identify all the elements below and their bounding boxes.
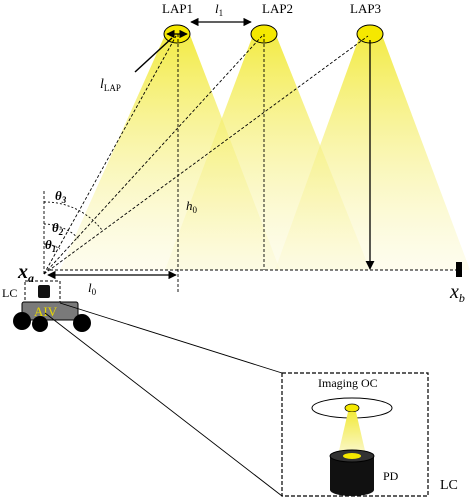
h0-label: h0	[186, 198, 198, 215]
theta2-label: θ2	[52, 220, 64, 237]
theta3-arc	[43, 201, 103, 231]
lc-right-label: LC	[440, 478, 458, 493]
l-lap-label: lLAP	[100, 77, 121, 93]
lc-small-sensor	[38, 285, 50, 298]
pd-cylinder	[330, 456, 374, 496]
pd-top-highlight	[343, 453, 361, 459]
ray-lap2	[43, 35, 263, 275]
imaging-oc-label: Imaging OC	[318, 376, 378, 390]
aiv-wheel-rear-left	[32, 316, 48, 332]
theta3-label: θ3	[55, 188, 67, 205]
l1-label: l1	[215, 1, 223, 18]
aiv-label: AIV	[34, 304, 58, 319]
l0-label: l0	[88, 280, 97, 297]
theta2-arc	[43, 223, 80, 240]
inset-light-beam	[338, 412, 366, 455]
pd-label: PD	[383, 469, 399, 483]
theta1-label: θ1	[45, 237, 56, 254]
lap2-label: LAP2	[262, 1, 293, 16]
lap1-label: LAP1	[162, 1, 193, 16]
xa-label: xa	[17, 261, 34, 285]
zoom-line-bottom	[44, 312, 283, 497]
zoom-line-top	[59, 302, 283, 374]
lap3-label: LAP3	[350, 1, 381, 16]
theta1-arc	[43, 243, 61, 250]
xb-marker	[456, 262, 462, 277]
lc-left-label: LC	[2, 286, 17, 300]
ray-lap3	[43, 35, 369, 275]
aiv-wheel-front-left	[13, 312, 31, 330]
xb-label: xb	[449, 281, 465, 305]
aiv-body	[21, 301, 79, 321]
imaging-oc-spot	[344, 403, 360, 413]
lap3-beam	[275, 35, 470, 270]
lc-dashed-box	[24, 280, 61, 304]
l-lap-pointer	[134, 37, 173, 73]
ray-lap1	[43, 35, 177, 275]
aiv-wheel-rear-right	[73, 314, 91, 332]
